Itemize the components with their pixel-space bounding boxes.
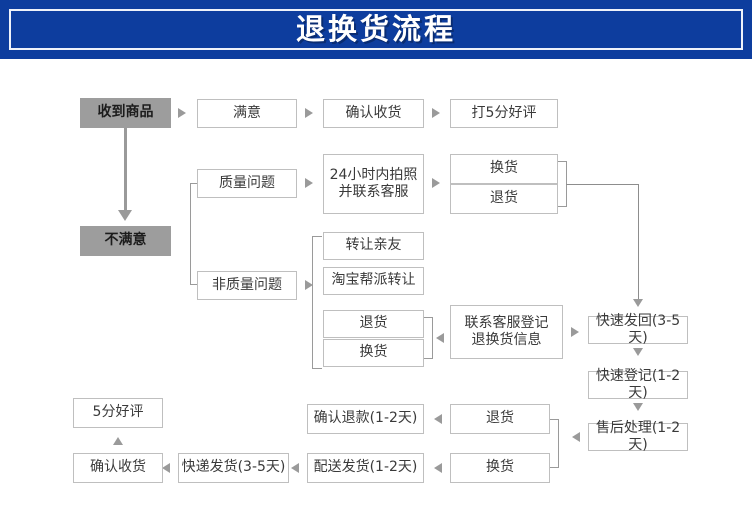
- node-rate-five-star[interactable]: 打5分好评: [450, 99, 558, 128]
- node-fast-register[interactable]: 快速登记(1-2天): [588, 368, 688, 401]
- arrow-register-to-fast-send-back-icon: [571, 327, 579, 337]
- node-exchange-top[interactable]: 换货: [450, 154, 558, 184]
- node-transfer-to-friend[interactable]: 转让亲友: [323, 232, 424, 260]
- arrow-left-to-express-ship-icon: [291, 463, 299, 473]
- arrow-nonquality-to-options-icon: [305, 280, 313, 290]
- arrow-left-to-delivery-ship-icon: [434, 463, 442, 473]
- node-fast-send-back[interactable]: 快速发回(3-5天): [588, 313, 688, 346]
- arrow-photo-to-options-icon: [432, 178, 440, 188]
- connector-merge-bracket-bottom: [550, 419, 559, 468]
- node-express-ship[interactable]: 快递发货(3-5天): [178, 453, 289, 483]
- connector-received-to-unsatisfied: [124, 128, 127, 212]
- arrow-satisfied-to-confirm-icon: [305, 108, 313, 118]
- node-confirm-refund[interactable]: 确认退款(1-2天): [307, 404, 424, 434]
- connector-merge-bracket-mid: [424, 317, 433, 359]
- arrow-confirm-to-rating-icon: [432, 108, 440, 118]
- node-delivery-ship[interactable]: 配送发货(1-2天): [307, 453, 424, 483]
- node-not-satisfied[interactable]: 不满意: [80, 226, 171, 256]
- node-quality-issue[interactable]: 质量问题: [197, 169, 297, 198]
- arrow-down-to-unsatisfied-icon: [118, 210, 132, 221]
- node-confirm-receipt-top[interactable]: 确认收货: [323, 99, 424, 128]
- connector-top-to-right-horizontal: [566, 184, 639, 185]
- banner-inner-border: [9, 9, 743, 50]
- connector-branch-bracket: [190, 183, 200, 285]
- node-photo-contact-service[interactable]: 24小时内拍照 并联系客服: [323, 154, 424, 214]
- node-contact-service-register[interactable]: 联系客服登记 退换货信息: [450, 305, 563, 359]
- arrow-down-to-after-sale-icon: [633, 403, 643, 411]
- arrow-up-to-five-star-review-icon: [113, 437, 123, 445]
- node-exchange-mid[interactable]: 换货: [323, 339, 424, 367]
- arrow-left-from-after-sale-icon: [572, 432, 580, 442]
- connector-right-vertical-down: [638, 184, 639, 300]
- page-title: 退换货流程: [295, 12, 456, 46]
- node-confirm-receipt-bottom[interactable]: 确认收货: [73, 453, 163, 483]
- arrow-left-to-return-exchange-mid-icon: [436, 333, 444, 343]
- arrow-left-to-confirm-receipt-bottom-icon: [162, 463, 170, 473]
- node-received-goods[interactable]: 收到商品: [80, 98, 171, 128]
- arrow-down-to-fast-register-icon: [633, 348, 643, 356]
- node-return-bottom[interactable]: 退货: [450, 404, 550, 434]
- node-after-sale-handling[interactable]: 售后处理(1-2天): [588, 420, 688, 453]
- node-return-top[interactable]: 退货: [450, 184, 558, 214]
- arrow-quality-to-photo-icon: [305, 178, 313, 188]
- page-header-banner: 退换货流程: [0, 0, 752, 59]
- arrow-down-to-fast-send-back-icon: [633, 299, 643, 307]
- arrow-left-to-confirm-refund-icon: [434, 414, 442, 424]
- node-return-mid[interactable]: 退货: [323, 310, 424, 338]
- node-non-quality-issue[interactable]: 非质量问题: [197, 271, 297, 300]
- node-exchange-bottom[interactable]: 换货: [450, 453, 550, 483]
- node-satisfied[interactable]: 满意: [197, 99, 297, 128]
- node-five-star-review[interactable]: 5分好评: [73, 398, 163, 428]
- connector-nonquality-options-bracket: [312, 236, 322, 369]
- node-taobao-gang-transfer[interactable]: 淘宝帮派转让: [323, 267, 424, 295]
- arrow-received-to-satisfied-icon: [178, 108, 186, 118]
